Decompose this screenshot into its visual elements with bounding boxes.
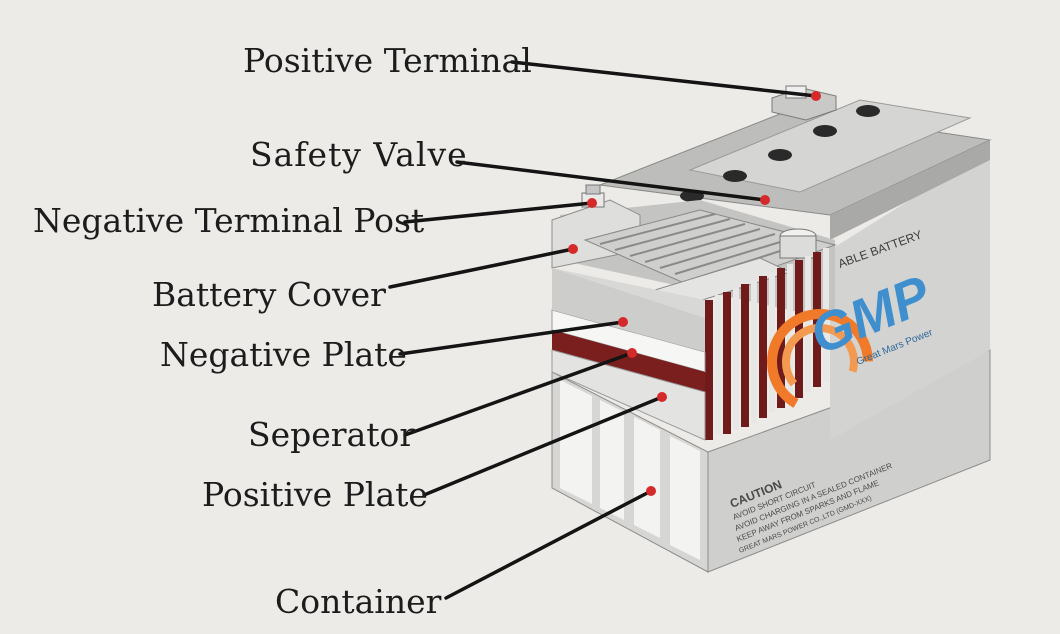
markers	[568, 91, 821, 496]
label-safety-valve: Safety Valve	[250, 135, 468, 174]
leader-safety-valve	[455, 160, 767, 202]
leader-container	[444, 489, 653, 600]
marker-positive-terminal	[811, 91, 821, 101]
marker-battery-cover	[568, 244, 578, 254]
leader-negative-terminal-post	[403, 201, 594, 224]
leader-battery-cover	[388, 247, 575, 289]
container-case	[551, 150, 991, 573]
label-container: Container	[275, 582, 442, 621]
leader-seperator	[403, 351, 634, 437]
brand-logo	[767, 309, 873, 415]
marker-negative-plate	[618, 317, 628, 327]
marker-container	[646, 486, 656, 496]
label-negative-plate: Negative Plate	[160, 335, 407, 374]
label-battery-cover: Battery Cover	[152, 275, 386, 314]
leader-lines	[388, 60, 818, 600]
leader-positive-plate	[422, 395, 664, 497]
marker-negative-terminal-post	[587, 198, 597, 208]
label-negative-terminal-post: Negative Terminal Post	[33, 201, 425, 240]
marker-safety-valve	[760, 195, 770, 205]
label-seperator: Seperator	[248, 415, 416, 454]
label-positive-plate: Positive Plate	[202, 475, 428, 514]
marker-seperator	[627, 348, 637, 358]
leader-negative-plate	[398, 320, 625, 356]
leader-positive-terminal	[510, 60, 818, 98]
marker-positive-plate	[657, 392, 667, 402]
label-positive-terminal: Positive Terminal	[243, 41, 532, 80]
